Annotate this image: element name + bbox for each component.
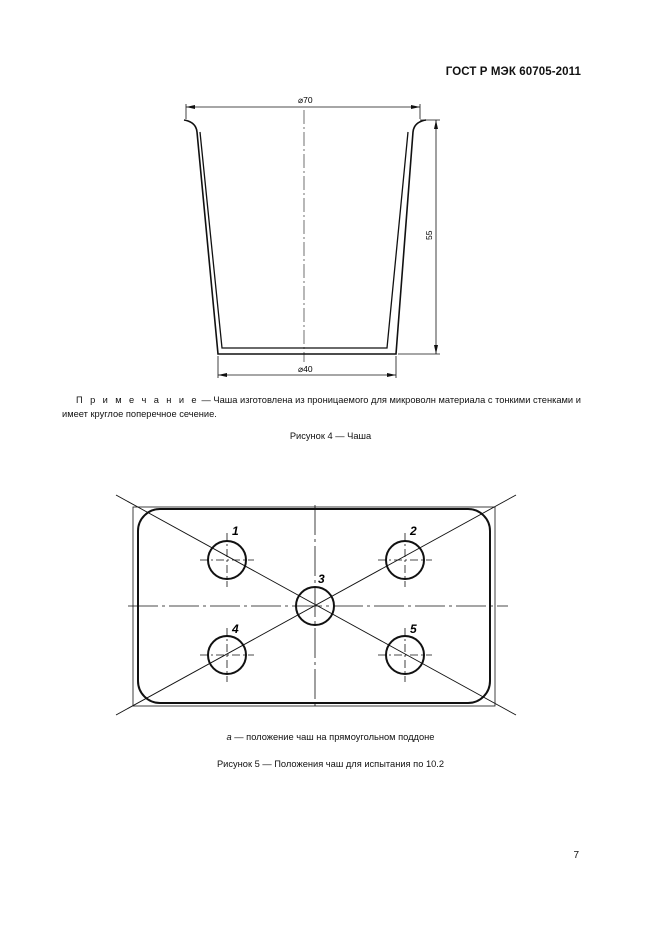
figure-5-legend: а — положение чаш на прямоугольном поддо…	[0, 732, 661, 742]
dim-top-diameter: ⌀70	[298, 95, 313, 105]
note-lead: П р и м е ч а н и е	[76, 395, 199, 405]
dim-bottom-diameter: ⌀40	[298, 364, 313, 374]
legend-text: — положение чаш на прямоугольном поддоне	[231, 732, 435, 742]
figure-5-caption: Рисунок 5 — Положения чаш для испытания …	[216, 759, 445, 769]
legend-letter: а	[226, 732, 232, 742]
position-label-2: 2	[409, 524, 417, 538]
position-label-3: 3	[318, 572, 325, 586]
page-number: 7	[573, 850, 579, 861]
figure-4-note: П р и м е ч а н и е — Чаша изготовлена и…	[62, 393, 582, 421]
position-label-4: 4	[231, 622, 239, 636]
position-label-5: 5	[410, 622, 417, 636]
figure-4-caption: Рисунок 4 — Чаша	[289, 431, 372, 441]
position-label-1: 1	[232, 524, 239, 538]
note-text: — Чаша изготовлена из проницаемого для м…	[62, 395, 581, 419]
dim-height: 55	[424, 230, 434, 240]
document-header: ГОСТ Р МЭК 60705-2011	[445, 66, 581, 78]
